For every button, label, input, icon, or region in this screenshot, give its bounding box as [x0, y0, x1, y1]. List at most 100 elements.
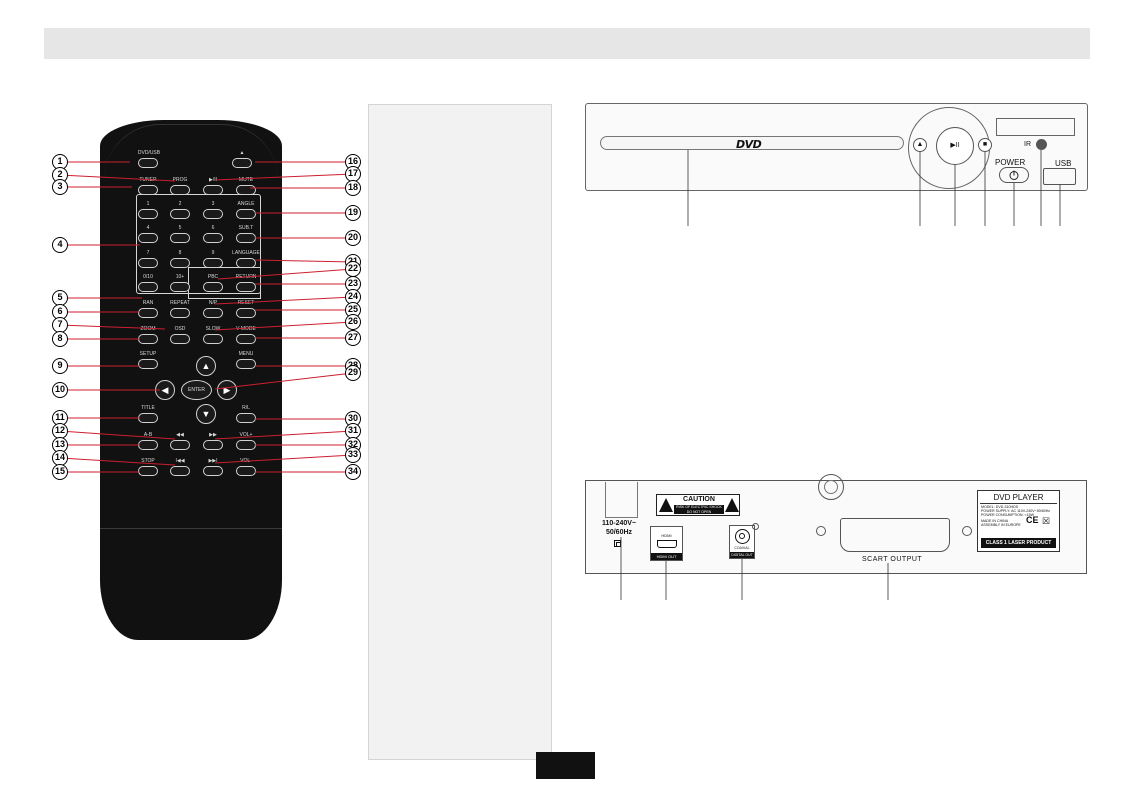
remote-vmode-button[interactable]	[236, 334, 256, 344]
remote-angle-button[interactable]	[236, 209, 256, 219]
label-title: DVD PLAYER	[993, 493, 1044, 502]
ce-mark: CE	[1026, 515, 1039, 525]
remote-n6-button[interactable]	[203, 233, 223, 243]
callout-line-26	[214, 321, 354, 331]
coaxial-socket	[735, 529, 750, 544]
usb-port[interactable]	[1043, 168, 1076, 185]
label-model: MODEL: DVD-310HDS	[981, 505, 1019, 509]
remote-n5-button[interactable]	[170, 233, 190, 243]
hdmi-port[interactable]: HDMI HDMI OUT	[650, 526, 683, 561]
mount-hole-left	[816, 526, 826, 536]
callout-line-21	[254, 259, 354, 263]
callout-number-7: 7	[52, 317, 68, 333]
down-button[interactable]: ▼	[196, 404, 216, 424]
callout-number-9: 9	[52, 358, 68, 374]
remote-vol-down-button[interactable]	[236, 466, 256, 476]
page-number-box	[536, 752, 595, 779]
callout-number-4: 4	[52, 237, 68, 253]
right-button[interactable]: ▶	[217, 380, 237, 400]
remote-return-button[interactable]	[236, 282, 256, 292]
remote-stop-button[interactable]	[138, 466, 158, 476]
remote-language-label: LANGUAGE	[232, 250, 260, 256]
remote-reset-label: RESET	[237, 300, 255, 306]
remote-np-button[interactable]	[203, 308, 223, 318]
remote-slow-button[interactable]	[203, 334, 223, 344]
weee-bin-icon: ☒	[1042, 516, 1051, 526]
number-pad-frame	[136, 194, 261, 294]
stop-front-button[interactable]: ■	[978, 138, 992, 152]
remote-n3-button[interactable]	[203, 209, 223, 219]
remote-np-label: N/P	[208, 300, 218, 306]
remote-reset-button[interactable]	[236, 308, 256, 318]
callout-line-7	[59, 324, 166, 330]
remote-zoom-label: ZOOM	[140, 326, 156, 332]
remote-n7-button[interactable]	[138, 258, 158, 268]
hdmi-label: HDMI	[661, 533, 672, 538]
usb-label: USB	[1055, 159, 1072, 168]
remote-repeat-button[interactable]	[170, 308, 190, 318]
remote-setup-label: SETUP	[139, 351, 157, 357]
remote-n9-button[interactable]	[203, 258, 223, 268]
remote-eject-button[interactable]	[232, 158, 252, 168]
remote-n8-label: 8	[178, 250, 182, 256]
remote-osd-button[interactable]	[170, 334, 190, 344]
caution-text: RISK OF ELECTRIC SHOCK DO NOT OPEN	[674, 505, 724, 514]
remote-angle-label: ANGLE	[237, 201, 255, 207]
remote-n1-label: 1	[146, 201, 150, 207]
remote-subt-label: SUB.T	[238, 225, 254, 231]
callout-line-31	[214, 430, 354, 440]
remote-dvd-usb-label: DVD/USB	[137, 150, 161, 156]
remote-n2-button[interactable]	[170, 209, 190, 219]
remote-ran-label: RAN	[142, 300, 154, 306]
remote-tuner-button[interactable]	[138, 185, 158, 195]
remote-pbc-button[interactable]	[203, 282, 223, 292]
remote-ffw-button[interactable]	[203, 440, 223, 450]
remote-next-button[interactable]	[203, 466, 223, 476]
ir-sensor	[1036, 139, 1047, 150]
remote-n0-button[interactable]	[138, 282, 158, 292]
callout-line-29	[214, 372, 354, 390]
remote-menu-button[interactable]	[236, 359, 256, 369]
coax-indicator	[752, 523, 759, 530]
remote-n10-button[interactable]	[170, 282, 190, 292]
enter-button[interactable]: ENTER	[181, 380, 212, 400]
eject-front-button[interactable]: ▲	[913, 138, 927, 152]
description-panel	[368, 104, 552, 760]
label-supply: POWER SUPPLY: AC 110V-240V~50/60Hz	[981, 509, 1051, 513]
remote-n8-button[interactable]	[170, 258, 190, 268]
remote-ran-button[interactable]	[138, 308, 158, 318]
voltage-label: 110-240V~ 50/60Hz	[594, 519, 644, 537]
enter-label: ENTER	[188, 387, 205, 393]
play-front-button[interactable]: ▶II	[936, 127, 974, 165]
remote-setup-button[interactable]	[138, 359, 158, 369]
power-button[interactable]	[999, 167, 1029, 183]
remote-title-label: TITLE	[141, 405, 155, 411]
remote-language-button[interactable]	[236, 258, 256, 268]
digital-out-label: DIGITAL OUT	[730, 552, 754, 558]
warning-triangle-icon	[659, 498, 673, 512]
hdmi-out-label: HDMI OUT	[651, 553, 682, 560]
double-insulation-icon	[614, 540, 621, 547]
scart-port[interactable]	[840, 518, 950, 552]
warning-triangle-icon	[725, 498, 739, 512]
label-assembly: ASSEMBLY IN EUROPE	[981, 523, 1021, 527]
remote-prev-button[interactable]	[170, 466, 190, 476]
remote-dvd-usb-button[interactable]	[138, 158, 158, 168]
remote-prog-button[interactable]	[170, 185, 190, 195]
remote-rew-label: ◀◀	[176, 432, 184, 438]
remote-n10-label: 10+	[175, 274, 185, 280]
coaxial-port[interactable]: COAXIAL DIGITAL OUT	[729, 525, 755, 559]
remote-rew-button[interactable]	[170, 440, 190, 450]
up-button[interactable]: ▲	[196, 356, 216, 376]
remote-ril-button[interactable]	[236, 413, 256, 423]
callout-line-14	[59, 457, 176, 466]
callout-number-12: 12	[52, 423, 68, 439]
remote-n4-label: 4	[146, 225, 150, 231]
remote-mute-button[interactable]	[236, 185, 256, 195]
remote-n4-button[interactable]	[138, 233, 158, 243]
remote-n1-button[interactable]	[138, 209, 158, 219]
remote-ril-label: R/L	[242, 405, 250, 411]
label-divider	[980, 503, 1057, 504]
remote-eject-label: ▲	[239, 150, 245, 156]
remote-play-pause-button[interactable]	[203, 185, 223, 195]
